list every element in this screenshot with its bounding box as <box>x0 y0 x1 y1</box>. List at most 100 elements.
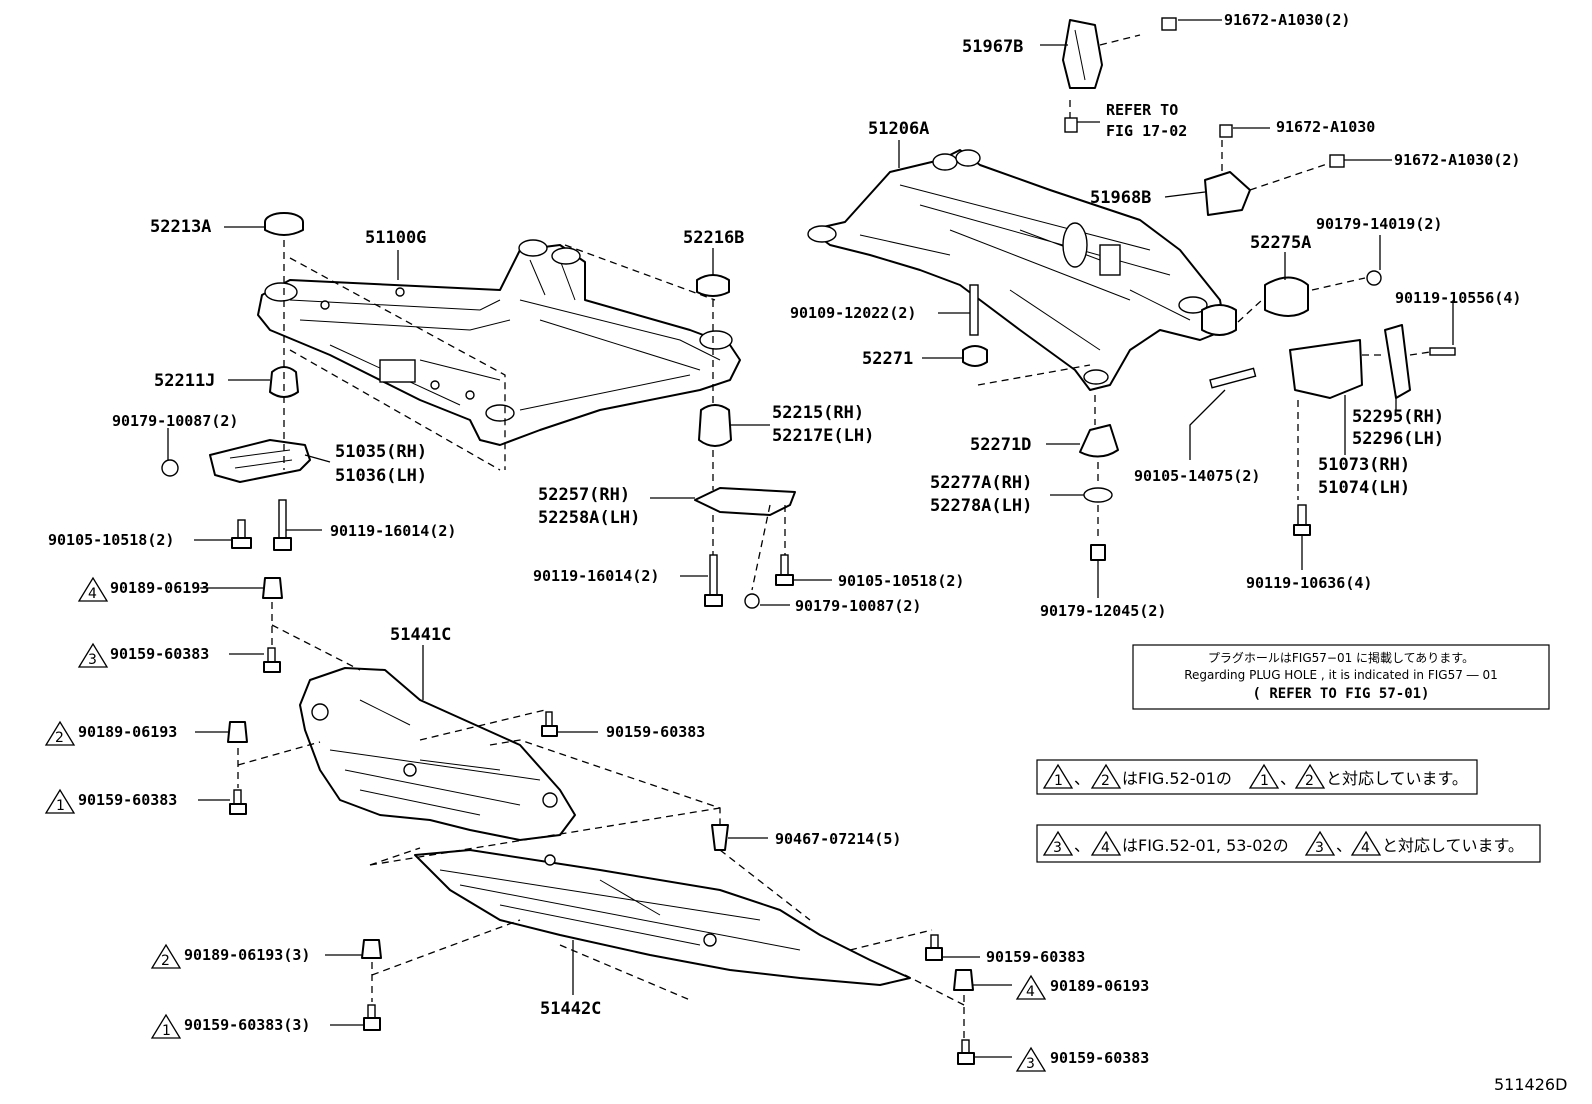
label-90109-12022-2: 90109-12022(2) <box>790 304 916 322</box>
front-crossmember-drawing <box>257 239 741 446</box>
label-91672-A1030-2b: 91672-A1030(2) <box>1394 151 1520 169</box>
svg-text:4: 4 <box>1101 840 1110 856</box>
label-51442C: 51442C <box>540 999 601 1019</box>
marker-4-a: 4 <box>77 576 109 602</box>
label-90119-16014-2b: 90119-16014(2) <box>533 567 659 585</box>
label-51441C: 51441C <box>390 625 451 645</box>
label-51073-RH: 51073(RH) <box>1318 455 1410 475</box>
marker-2-a: 2 <box>44 720 76 746</box>
clips <box>227 577 975 1065</box>
svg-text:4: 4 <box>1026 984 1035 1000</box>
label-52275A: 52275A <box>1250 233 1311 253</box>
marker-note-1-2: 1 、 2 はFIG.52-01の 1 、 2 と対応しています。 <box>1036 759 1478 795</box>
label-52278A-LH: 52278A(LH) <box>930 496 1032 516</box>
marker-4-b: 4 <box>1015 974 1047 1000</box>
label-90179-12045-2: 90179-12045(2) <box>1040 602 1166 620</box>
marker-1-a: 1 <box>44 788 76 814</box>
svg-text:1: 1 <box>56 798 65 814</box>
plug-hole-note-jp: プラグホールはFIG57−01 に掲載してあります。 <box>1208 650 1474 665</box>
label-90119-10636-4: 90119-10636(4) <box>1246 574 1372 592</box>
label-90105-10518-2a: 90105-10518(2) <box>48 531 174 549</box>
label-90179-10087-2b: 90179-10087(2) <box>795 597 921 615</box>
svg-text:4: 4 <box>88 586 97 602</box>
mount-parts-center <box>694 274 796 609</box>
label-52271D: 52271D <box>970 435 1031 455</box>
label-90189-06193-b: 90189-06193 <box>78 723 177 741</box>
plug-hole-note-ref: ( REFER TO FIG 57-01) <box>1252 686 1429 702</box>
diagram-id: 511426D <box>1494 1075 1567 1094</box>
marker-3-b: 3 <box>1015 1046 1047 1072</box>
svg-text:、: 、 <box>1336 836 1352 855</box>
label-51967B: 51967B <box>962 37 1023 57</box>
label-90159-60383-3: 90159-60383(3) <box>184 1016 310 1034</box>
svg-text:1: 1 <box>1054 773 1063 789</box>
label-90179-14019-2: 90179-14019(2) <box>1316 215 1442 233</box>
label-52257-RH: 52257(RH) <box>538 485 630 505</box>
rear-crossmember-drawing <box>807 149 1226 391</box>
svg-text:1: 1 <box>162 1023 171 1039</box>
svg-text:3: 3 <box>1026 1056 1035 1072</box>
label-52277A-RH: 52277A(RH) <box>930 473 1032 493</box>
label-51074-LH: 51074(LH) <box>1318 478 1410 498</box>
label-51035-RH: 51035(RH) <box>335 442 427 462</box>
svg-text:3: 3 <box>1315 840 1324 856</box>
rear-mount-parts <box>962 17 1456 561</box>
label-51100G: 51100G <box>365 228 426 248</box>
label-52216B: 52216B <box>683 228 744 248</box>
label-51036-LH: 51036(LH) <box>335 466 427 486</box>
svg-text:はFIG.52-01, 53-02の: はFIG.52-01, 53-02の <box>1122 836 1289 855</box>
svg-text:と対応しています。: と対応しています。 <box>1382 836 1524 855</box>
label-90105-10518-2b: 90105-10518(2) <box>838 572 964 590</box>
svg-text:はFIG.52-01の: はFIG.52-01の <box>1122 769 1232 788</box>
under-cover-51442C-drawing <box>414 849 911 986</box>
label-refer-to-1: REFER TO <box>1106 101 1178 119</box>
label-90189-06193-c: 90189-06193 <box>1050 977 1149 995</box>
leader-lines <box>167 19 1454 1058</box>
svg-text:2: 2 <box>1101 773 1110 789</box>
label-90119-10556-4: 90119-10556(4) <box>1395 289 1521 307</box>
label-52215-RH: 52215(RH) <box>772 403 864 423</box>
marker-note-3-4: 3 、 4 はFIG.52-01, 53-02の 3 、 4 と対応しています。 <box>1036 824 1541 863</box>
svg-text:3: 3 <box>1053 840 1062 856</box>
svg-text:2: 2 <box>1305 773 1314 789</box>
mount-parts-left <box>161 212 311 551</box>
label-90467-07214-5: 90467-07214(5) <box>775 830 901 848</box>
label-90189-06193-3: 90189-06193(3) <box>184 946 310 964</box>
label-52271: 52271 <box>862 349 913 369</box>
label-90159-60383-b: 90159-60383 <box>606 723 705 741</box>
svg-text:3: 3 <box>88 652 97 668</box>
plug-hole-note: プラグホールはFIG57−01 に掲載してあります。 Regarding PLU… <box>1132 644 1550 710</box>
label-52258A-LH: 52258A(LH) <box>538 508 640 528</box>
triangle-markers: 4 3 2 1 2 1 4 3 <box>44 576 1047 1072</box>
label-52295-RH: 52295(RH) <box>1352 407 1444 427</box>
plug-hole-note-en: Regarding PLUG HOLE , it is indicated in… <box>1184 668 1498 682</box>
label-51206A: 51206A <box>868 119 929 139</box>
label-52211J: 52211J <box>154 371 215 391</box>
label-90189-06193-a: 90189-06193 <box>110 579 209 597</box>
label-52296-LH: 52296(LH) <box>1352 429 1444 449</box>
marker-2-b: 2 <box>150 943 182 969</box>
svg-text:と対応しています。: と対応しています。 <box>1326 769 1468 788</box>
label-90179-10087-2a: 90179-10087(2) <box>112 412 238 430</box>
label-90159-60383-d: 90159-60383 <box>986 948 1085 966</box>
label-90105-14075-2: 90105-14075(2) <box>1134 467 1260 485</box>
label-90159-60383-e: 90159-60383 <box>1050 1049 1149 1067</box>
label-52217E-LH: 52217E(LH) <box>772 426 874 446</box>
svg-text:、: 、 <box>1074 769 1090 788</box>
svg-text:2: 2 <box>55 730 64 746</box>
label-refer-to-2: FIG 17-02 <box>1106 122 1187 140</box>
label-91672-A1030-2a: 91672-A1030(2) <box>1224 11 1350 29</box>
svg-text:1: 1 <box>1260 773 1269 789</box>
marker-3-a: 3 <box>77 642 109 668</box>
label-91672-A1030: 91672-A1030 <box>1276 118 1375 136</box>
svg-text:4: 4 <box>1361 840 1370 856</box>
label-90159-60383-c: 90159-60383 <box>78 791 177 809</box>
label-90159-60383-a: 90159-60383 <box>110 645 209 663</box>
dashed-lines <box>237 34 1431 1038</box>
label-52213A: 52213A <box>150 217 211 237</box>
under-cover-51441C-drawing <box>299 667 576 841</box>
part-labels: 51967B 91672-A1030(2) REFER TO FIG 17-02… <box>48 11 1521 1067</box>
label-90119-16014-2a: 90119-16014(2) <box>330 522 456 540</box>
